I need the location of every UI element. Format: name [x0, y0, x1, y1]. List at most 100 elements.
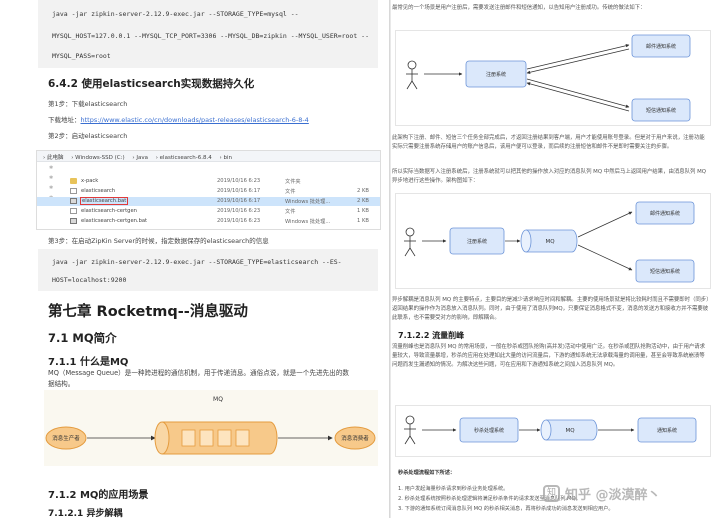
download-label: 下载地址：: [48, 116, 81, 124]
flow-list-item: 3. 下游的通知系统订阅消息队列 MQ 的秒杀相关消息，再将秒杀成功的消息发送到…: [398, 506, 614, 512]
node-label: 秒杀处理系统: [474, 427, 504, 434]
peak-shaving-diagram: 秒杀处理系统 MQ 通知系统: [395, 405, 711, 457]
user-icon: [405, 227, 415, 237]
file-icon: [70, 188, 77, 194]
step-1-text: 第1步：下载elasticsearch: [48, 100, 128, 108]
flow-heading: 秒杀处理流程如下所述：: [398, 470, 456, 476]
file-date: 2019/10/16 6:23: [217, 208, 261, 214]
message-block: [181, 429, 196, 447]
sms-system-node: [635, 259, 695, 283]
download-link[interactable]: https://www.elastic.co/cn/downloads/past…: [80, 116, 309, 124]
code-block-mysql: java -jar zipkin-server-2.12.9-exec.jar …: [38, 0, 378, 68]
breadcrumb-item[interactable]: › Java: [132, 155, 148, 161]
file-name: elasticsearch.bat: [79, 197, 129, 205]
file-date: 2019/10/16 6:23: [217, 218, 261, 224]
folder-icon: [70, 178, 77, 184]
file-row[interactable]: elasticsearch-certgen 2019/10/16 6:23 文件…: [37, 207, 380, 216]
consumer-label: 消息消费者: [341, 434, 369, 442]
watermark: 知乎 @淡漠醉丶: [565, 488, 661, 503]
file-date: 2019/10/16 6:17: [217, 198, 261, 204]
sync-diagram-svg: 注册系统 邮件通知系统 短信通知系统: [406, 34, 691, 122]
section-heading-7-1-2: 7.1.2 MQ的应用场景: [48, 490, 149, 501]
paragraph-line: MQ（Message Queue）是一种跨进程的通信机制，用于传递消息。通俗点说…: [48, 369, 349, 377]
mq-title: MQ: [213, 396, 223, 403]
breadcrumb-item[interactable]: › elasticsearch-6.8.4: [155, 155, 212, 161]
section-heading-7-1: 7.1 MQ简介: [48, 331, 117, 345]
section-heading-7-1-2-2: 7.1.2.2 流量削峰: [398, 331, 465, 340]
download-line: 下载地址：https://www.elastic.co/cn/downloads…: [48, 114, 309, 124]
file-size: 1 KB: [357, 218, 369, 224]
paragraph-line: 据结构。: [48, 380, 75, 388]
file-type: 文件: [285, 209, 296, 215]
message-block: [217, 429, 232, 447]
file-type: Windows 批处理...: [285, 219, 331, 225]
mq-diagram-svg: 消息生产者 MQ 消息消费者: [45, 396, 376, 455]
pin-icon: ✱: [49, 185, 54, 191]
user-icon: [405, 415, 415, 425]
chapter-title: 第七章 Rocketmq--消息驱动: [48, 304, 248, 320]
file-row[interactable]: elasticsearch-certgen.bat 2019/10/16 6:2…: [37, 217, 380, 226]
consumer-node: [334, 426, 376, 450]
node-label: 短信通知系统: [650, 268, 680, 275]
breadcrumb-item[interactable]: › Windows-SSD (C:): [71, 155, 125, 161]
node-label: MQ: [545, 239, 555, 245]
message-block: [199, 429, 214, 447]
node-label: 邮件通知系统: [646, 43, 676, 50]
file-date: 2019/10/16 6:23: [217, 178, 261, 184]
file-name: elasticsearch-certgen.bat: [81, 218, 148, 224]
section-heading-6-4-2: 6.4.2 使用elasticsearch实现数据持久化: [48, 78, 255, 90]
file-row[interactable]: elasticsearch 2019/10/16 6:17 文件 2 KB: [37, 187, 380, 196]
peak-diagram-svg: 秒杀处理系统 MQ 通知系统: [404, 415, 697, 445]
right-paragraph-4: 流量削峰也是消息队列 MQ 的常用场景，一般在秒杀或团队抢购(高并发)活动中使用…: [392, 344, 706, 368]
zhihu-logo-icon: 知: [543, 485, 560, 502]
mail-system-node: [635, 201, 695, 225]
left-page: java -jar zipkin-server-2.12.9-exec.jar …: [0, 0, 390, 518]
node-label: MQ: [565, 428, 575, 434]
sms-system-node: [631, 98, 691, 122]
mq-diagram: 消息生产者 MQ 消息消费者: [44, 390, 378, 466]
mq-queue-node: [526, 229, 578, 253]
file-name: x-pack: [81, 178, 99, 184]
mail-system-node: [631, 34, 691, 58]
producer-node: [45, 426, 87, 450]
mq-queue-node: [546, 419, 598, 441]
file-row-selected[interactable]: elasticsearch.bat 2019/10/16 6:17 Window…: [37, 197, 380, 206]
file-size: 1 KB: [357, 208, 369, 214]
right-paragraph-3: 异步解耦是消息队列 MQ 的主要特点，主要目的是减少请求响应时间和解耦。主要的使…: [392, 297, 709, 321]
right-paragraph-1: 此架构下注册、邮件、短信三个任务全部完成后，才返回注册结果到客户端，用户才能使用…: [392, 135, 705, 150]
async-architecture-diagram: 注册系统 MQ 邮件通知系统 短信通知系统: [395, 193, 711, 289]
file-icon: [70, 208, 77, 214]
file-row[interactable]: x-pack 2019/10/16 6:23 文件夹: [37, 177, 380, 186]
code-line: MYSQL_HOST=127.0.0.1 --MYSQL_TCP_PORT=33…: [52, 32, 369, 40]
code-block-elasticsearch: java -jar zipkin-server-2.12.9-exec.jar …: [38, 249, 378, 291]
node-label: 邮件通知系统: [650, 210, 680, 217]
pin-icon: ✱: [49, 165, 54, 171]
file-date: 2019/10/16 6:17: [217, 188, 261, 194]
file-size: 2 KB: [357, 188, 369, 194]
flow-list-item: 1. 用户发起海量秒杀请求到秒杀业务处理系统。: [398, 486, 509, 492]
section-heading-7-1-2-1: 7.1.2.1 异步解耦: [48, 509, 123, 518]
breadcrumb: › 此电脑 › Windows-SSD (C:) › Java › elasti…: [37, 151, 380, 162]
pin-icon: ✱: [49, 175, 54, 181]
node-label: 通知系统: [657, 427, 677, 434]
node-label: 注册系统: [467, 238, 487, 245]
file-name: elasticsearch-certgen: [81, 208, 137, 214]
notify-system-node: [637, 417, 697, 443]
code-line: java -jar zipkin-server-2.12.9-exec.jar …: [52, 258, 342, 266]
node-label: 短信通知系统: [646, 107, 676, 114]
mq-definition: MQ（Message Queue）是一种跨进程的通信机制，用于传递消息。通俗点说…: [48, 368, 378, 390]
node-label: 注册系统: [486, 71, 506, 78]
breadcrumb-item[interactable]: › bin: [219, 155, 232, 161]
user-icon: [407, 60, 417, 70]
register-system-node: [449, 227, 505, 255]
flow-list-item: 2. 秒杀处理系统按照秒杀处理逻辑将满足秒杀条件的请求发送至消息队列 MQ。: [398, 496, 581, 502]
file-size: 2 KB: [357, 198, 369, 204]
batch-file-icon: [70, 218, 77, 224]
section-heading-7-1-1: 7.1.1 什么是MQ: [48, 357, 129, 368]
async-diagram-svg: 注册系统 MQ 邮件通知系统 短信通知系统: [404, 201, 695, 283]
breadcrumb-item[interactable]: › 此电脑: [43, 155, 64, 161]
sync-architecture-diagram: 注册系统 邮件通知系统 短信通知系统: [395, 30, 711, 126]
file-type: Windows 批处理...: [285, 199, 331, 205]
code-line: java -jar zipkin-server-2.12.9-exec.jar …: [52, 10, 299, 18]
step-2-text: 第2步：启动elasticsearch: [48, 132, 128, 140]
